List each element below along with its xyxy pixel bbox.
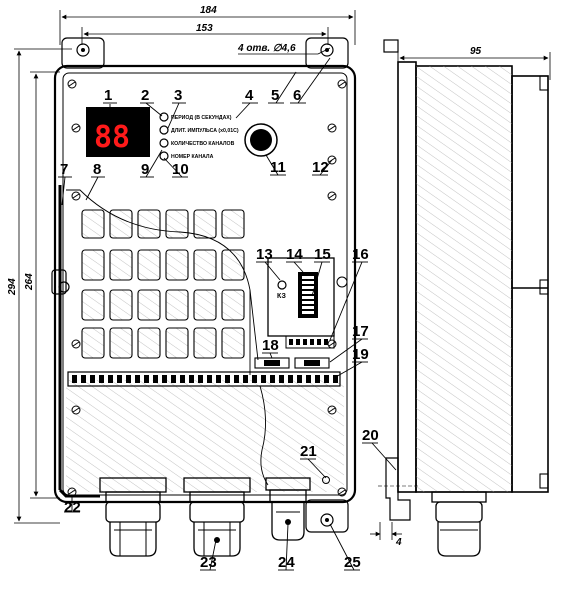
led-period	[159, 112, 169, 122]
relay-block-grid	[81, 209, 245, 359]
display-digits: 88	[94, 120, 130, 155]
kz-led	[277, 280, 287, 290]
callout-12: 12	[312, 159, 329, 176]
hatched-lower-region	[66, 380, 344, 432]
ground-screw	[58, 281, 70, 293]
callout-15: 15	[314, 246, 331, 263]
callout-10: 10	[172, 161, 189, 178]
side-view	[378, 39, 549, 557]
label-channel-no: НОМЕР КАНАЛА	[171, 154, 214, 160]
callout-5: 5	[271, 87, 279, 104]
callout-3: 3	[174, 87, 182, 104]
callout-leaders	[58, 57, 397, 571]
dim-width-holes: 153	[196, 23, 213, 34]
callout-19: 19	[352, 346, 369, 363]
mounting-ear-bottom-right	[305, 499, 349, 533]
cable-gland-large-2	[183, 477, 251, 557]
mounting-ear-top-right	[305, 37, 349, 69]
callout-4: 4	[245, 87, 254, 104]
callout-2: 2	[141, 87, 149, 104]
callout-24: 24	[278, 554, 295, 571]
callout-16: 16	[352, 246, 369, 263]
dim-depth: 95	[470, 46, 482, 57]
callout-9: 9	[141, 161, 149, 178]
label-pulse: ДЛИТ. ИМПУЛЬСА (х0,01С)	[171, 128, 239, 134]
callout-25: 25	[344, 554, 361, 571]
callout-23: 23	[200, 554, 217, 571]
cable-gland-large-1	[99, 477, 167, 557]
led-channel-no	[159, 151, 169, 161]
callout-21: 21	[300, 443, 317, 460]
kz-label: КЗ	[277, 293, 287, 300]
seven-segment-display	[86, 107, 150, 157]
callout-22: 22	[64, 499, 81, 516]
dim-height-overall: 294	[7, 278, 18, 296]
callout-8: 8	[93, 161, 101, 178]
push-button	[244, 123, 278, 157]
terminal-block	[67, 371, 341, 387]
label-channels: КОЛИЧЕСТВО КАНАЛОВ	[171, 141, 235, 147]
dim-holes-note: 4 отв. ∅4,6	[237, 43, 296, 54]
cable-gland-small	[265, 477, 311, 541]
led-channels	[159, 138, 169, 148]
dim-offset-small: 4	[395, 537, 402, 548]
callout-14: 14	[286, 246, 303, 263]
callout-18: 18	[262, 337, 279, 354]
callout-6: 6	[293, 87, 301, 104]
callout-17: 17	[352, 323, 369, 340]
callout-numbers: 1 2 3 4 5 6 7 8 9 10 11 12 13 14 15 16 1…	[60, 87, 379, 571]
mounting-ear-top-left	[61, 37, 105, 69]
dimension-lines	[14, 10, 551, 540]
led-pulse	[159, 125, 169, 135]
callout-13: 13	[256, 246, 273, 263]
dim-width-overall: 184	[200, 5, 217, 16]
callout-11: 11	[270, 159, 286, 176]
front-view: 88 ПЕРИОД (В СЕКУНДАХ) ДЛИТ. ИМПУЛЬСА (х…	[51, 37, 357, 557]
callout-20: 20	[362, 427, 379, 444]
label-period: ПЕРИОД (В СЕКУНДАХ)	[171, 115, 232, 121]
dim-height-inner: 264	[24, 273, 35, 291]
callout-1: 1	[104, 87, 112, 104]
callout-7: 7	[60, 161, 68, 178]
